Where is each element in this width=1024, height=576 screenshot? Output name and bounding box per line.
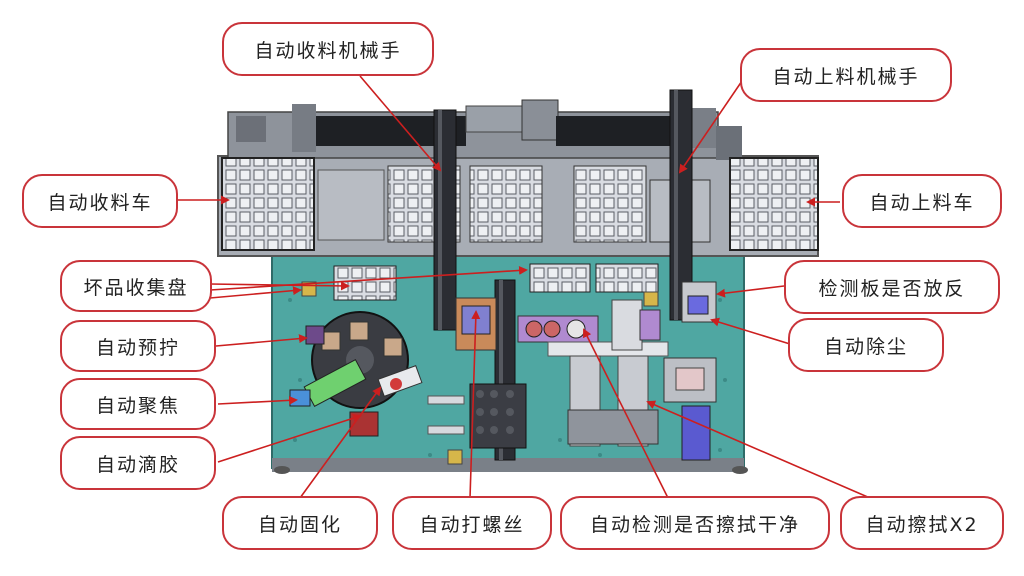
leader-screw bbox=[469, 310, 481, 499]
leader-glue bbox=[217, 413, 362, 463]
dust-removal-module bbox=[663, 357, 717, 403]
base-plate-holes bbox=[288, 298, 727, 457]
frame-tray-3 bbox=[573, 165, 647, 243]
leader-defect-tray-2 bbox=[209, 265, 528, 291]
leader-board-orientation bbox=[716, 285, 785, 298]
leader-auto-unload-robot bbox=[359, 75, 442, 172]
leader-pre-screw bbox=[215, 334, 308, 347]
label-auto-screw: 自动打螺丝 bbox=[392, 496, 552, 550]
leader-defect-tray-3 bbox=[209, 286, 302, 299]
unload-cart-tray bbox=[221, 157, 315, 251]
leader-wipe-x2 bbox=[646, 400, 871, 499]
label-auto-wipe-check: 自动检测是否擦拭干净 bbox=[560, 496, 830, 550]
leader-cure bbox=[299, 386, 382, 499]
label-auto-dust-removal: 自动除尘 bbox=[788, 318, 944, 372]
label-auto-load-robot: 自动上料机械手 bbox=[740, 48, 952, 102]
leader-focus bbox=[217, 395, 298, 405]
frame-tray-2 bbox=[469, 165, 543, 243]
label-auto-glue: 自动滴胶 bbox=[60, 436, 216, 490]
label-auto-focus: 自动聚焦 bbox=[60, 378, 216, 430]
label-auto-unload-cart: 自动收料车 bbox=[22, 174, 178, 228]
leader-wipe-check bbox=[583, 328, 669, 499]
label-board-orientation-check: 检测板是否放反 bbox=[784, 260, 1000, 314]
label-auto-load-cart: 自动上料车 bbox=[842, 174, 1002, 228]
unload-robot-column bbox=[433, 109, 457, 331]
label-defect-tray: 坏品收集盘 bbox=[60, 260, 212, 312]
load-cart-tray bbox=[729, 157, 819, 251]
label-auto-cure: 自动固化 bbox=[222, 496, 378, 550]
label-auto-wipe-x2: 自动擦拭X2 bbox=[840, 496, 1004, 550]
leader-lines bbox=[178, 75, 871, 499]
leader-dust-removal bbox=[710, 317, 791, 345]
label-auto-pre-screw: 自动预拧 bbox=[60, 320, 216, 372]
defect-tray bbox=[333, 265, 397, 301]
leader-auto-load-robot bbox=[678, 77, 745, 174]
screw-tray-slots bbox=[476, 390, 514, 434]
label-auto-unload-robot: 自动收料机械手 bbox=[222, 22, 434, 76]
